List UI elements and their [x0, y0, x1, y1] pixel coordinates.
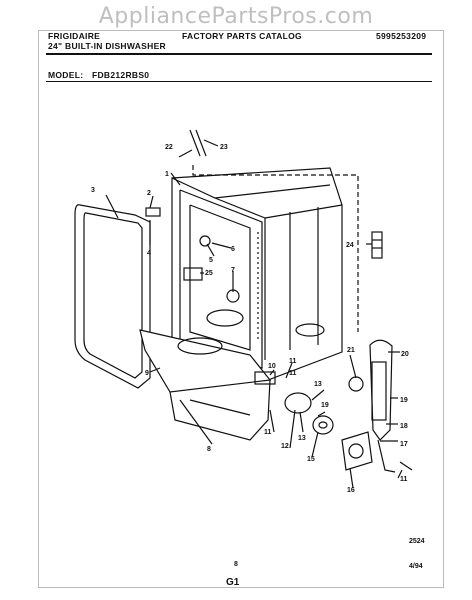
model-number: FDB212RBS0 — [92, 70, 150, 80]
callout-11-c: 11 — [264, 429, 272, 436]
callout-labels: 3 2 1 4 5 6 7 25 24 22 23 9 8 10 11 11 1… — [91, 144, 409, 494]
tub-inner-wall — [189, 204, 251, 351]
product-subtitle: 24" BUILT-IN DISHWASHER — [48, 41, 166, 51]
catalog-title: FACTORY PARTS CATALOG — [182, 31, 302, 41]
door-gasket — [74, 204, 151, 389]
callout-3: 3 — [91, 187, 95, 194]
callout-4: 4 — [147, 250, 151, 257]
callout-5: 5 — [209, 257, 213, 264]
diagram-code: 2524 — [409, 538, 425, 545]
callout-23: 23 — [220, 144, 228, 151]
callout-12: 12 — [281, 443, 289, 450]
callout-2: 2 — [147, 190, 151, 197]
callout-11-b: 11 — [289, 370, 297, 377]
callout-20: 20 — [401, 351, 409, 358]
callout-25: 25 — [205, 270, 213, 277]
model-rule — [46, 81, 432, 82]
pump-bracket — [254, 371, 276, 385]
callout-1: 1 — [165, 171, 169, 178]
tub-opening — [179, 189, 263, 369]
callout-8: 8 — [207, 446, 211, 453]
callout-19-label: 19 — [400, 397, 408, 404]
callout-21: 21 — [347, 347, 355, 354]
callout-15: 15 — [307, 456, 315, 463]
base-tray — [139, 329, 272, 393]
callout-6: 6 — [231, 246, 235, 253]
catalog-number: 5995253209 — [376, 31, 427, 41]
catalog-date: 4/94 — [409, 563, 423, 570]
callout-11-d: 11 — [400, 476, 408, 483]
callout-18: 18 — [400, 423, 408, 430]
callout-10: 10 — [268, 363, 276, 370]
callout-24: 24 — [346, 242, 354, 249]
watermark: AppliancePartsPros.com — [98, 4, 374, 29]
toe-plate — [169, 379, 271, 441]
callout-14: 19 — [321, 402, 329, 409]
reference-line — [192, 165, 359, 332]
header-rule — [46, 53, 432, 55]
callout-22: 22 — [165, 144, 173, 151]
callout-13-a: 13 — [314, 381, 322, 388]
callout-16: 16 — [347, 487, 355, 494]
callout-13-b: 13 — [298, 435, 306, 442]
drain-hose — [369, 339, 393, 441]
callout-7: 7 — [231, 267, 235, 274]
page-number: 8 — [234, 561, 238, 568]
callout-17: 17 — [400, 441, 408, 448]
callout-11-a: 11 — [289, 358, 297, 365]
callout-9: 9 — [145, 370, 149, 377]
motor-plate — [341, 431, 373, 471]
catalog-sheet — [38, 30, 444, 588]
brand-name: FRIGIDAIRE — [48, 31, 101, 41]
section-code: G1 — [226, 577, 240, 588]
model-label: MODEL: — [48, 70, 84, 80]
